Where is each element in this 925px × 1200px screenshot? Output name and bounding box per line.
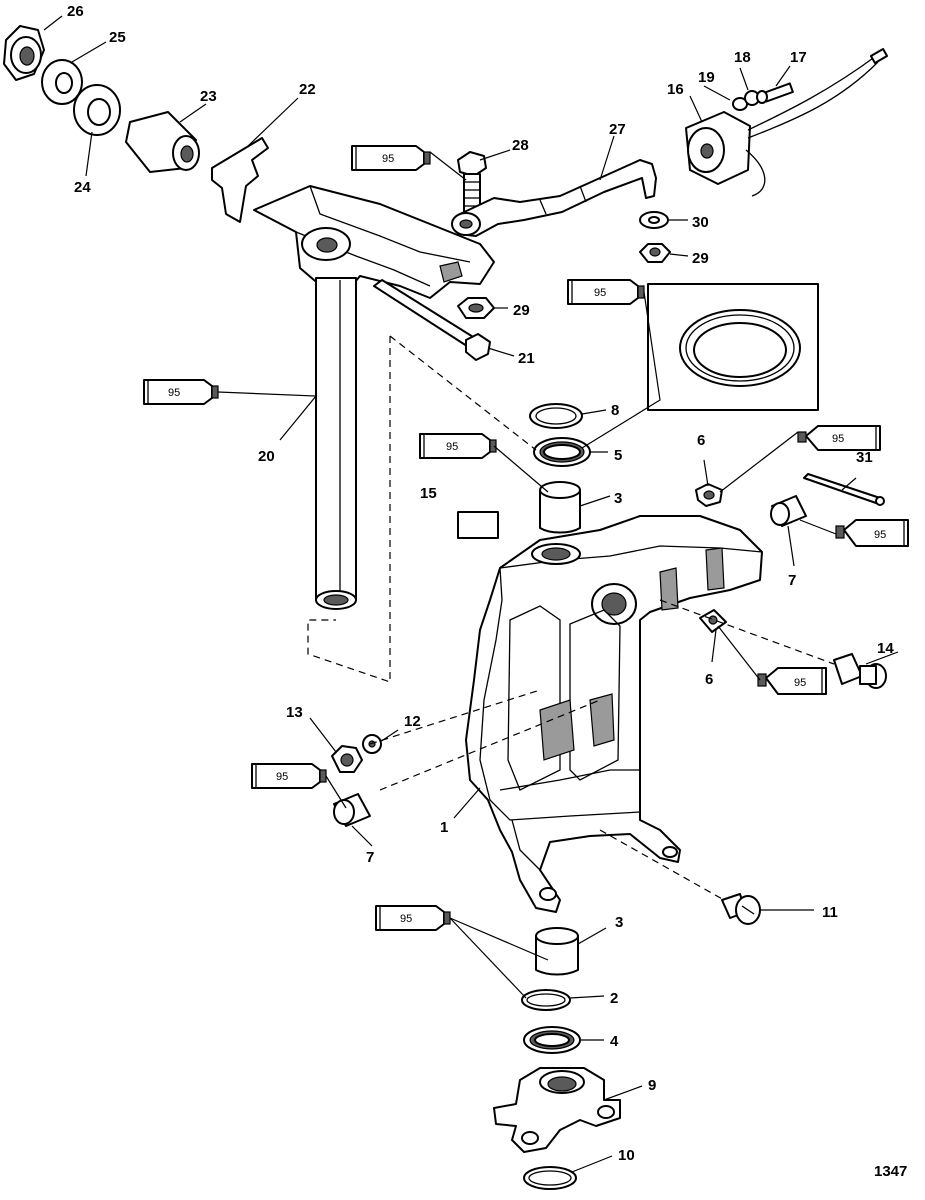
steering-arm [253,185,495,299]
steering-tube-20 [315,277,357,610]
screw-17 [756,82,794,104]
leader-lines [43,15,899,1173]
callout: 21 [518,350,535,367]
callout: 23 [200,88,217,105]
callout-labels: 26 25 23 22 24 28 27 19 18 17 16 30 29 2… [67,3,894,1164]
hex-nut-26 [3,25,45,81]
callout: 4 [610,1033,619,1050]
callout: 31 [856,449,873,466]
callout: 29 [692,250,709,267]
bushing-7-right [770,495,807,527]
callout: 2 [610,990,618,1007]
callout: 27 [609,121,626,138]
sealant-tube-icon: 95 [757,667,827,695]
nut-13 [331,745,363,773]
callout: 13 [286,704,303,721]
sealant-label: 95 [382,153,394,165]
sealant-tube-icon: 95 [351,145,431,171]
assembly-centerlines [307,335,835,901]
callout: 9 [648,1077,656,1094]
pin-31 [803,473,885,506]
bolt-14 [833,653,887,689]
sealant-label: 95 [400,913,412,925]
ring-10 [523,1166,577,1190]
grease-fitting-6-upper [695,483,723,507]
callout: 3 [615,914,623,931]
callout: 22 [299,81,316,98]
sealant-tube-icon: 95 [567,279,645,305]
callout: 10 [618,1147,635,1164]
figure-number: 1347 [874,1163,907,1180]
sealant-tube-icon: 95 [835,519,909,547]
callout: 20 [258,448,275,465]
lower-yoke-9 [493,1067,621,1153]
bracket-plate-22 [211,137,269,223]
trim-sender-16 [685,48,889,197]
sealant-label: 95 [276,771,288,783]
ring-2 [521,989,571,1011]
washer-24 [73,84,121,136]
sealant-tube-icon: 95 [251,763,327,789]
callout: 3 [614,490,622,507]
seal-detail-box [647,283,819,411]
callout: 24 [74,179,91,196]
callout: 12 [404,713,421,730]
link-rod-27 [451,159,657,237]
callout: 6 [697,432,705,449]
sealant-label: 95 [832,433,844,445]
callout: 29 [513,302,530,319]
callout: 5 [614,447,622,464]
bushing-3-upper [539,481,581,534]
nut-29-lower [457,297,495,319]
seal-4 [523,1026,581,1054]
sealant-label: 95 [446,441,458,453]
callout: 16 [667,81,684,98]
callout: 15 [420,485,437,502]
swivel-bracket-1 [465,515,763,913]
bushing-3-lower [535,927,579,976]
sealant-label: 95 [168,387,180,399]
callout: 7 [788,572,796,589]
ring-8 [529,403,583,429]
callout: 30 [692,214,709,231]
bushing-7-left [333,793,371,827]
callout: 8 [611,402,619,419]
callout: 11 [822,904,838,921]
callout: 6 [705,671,713,688]
bushing-23 [125,111,200,173]
bolt-11 [721,893,761,925]
callout: 26 [67,3,84,20]
callout: 25 [109,29,126,46]
stud-21 [373,279,491,361]
callout: 19 [698,69,715,86]
callout: 28 [512,137,529,154]
reference-box-15 [457,511,499,539]
washer-12 [362,734,382,754]
sealant-label: 95 [874,529,886,541]
sealant-tube-icon: 95 [375,905,451,931]
washer-30 [639,211,669,229]
callout: 18 [734,49,751,66]
sealant-tube-icon: 95 [143,379,219,405]
nut-29-upper [639,243,671,263]
bolt-28 [457,151,487,215]
sealant-tube-icon: 95 [419,433,497,459]
grease-fitting-6-lower [699,609,727,633]
callout: 17 [790,49,807,66]
sealant-tube-icon: 95 [797,425,881,451]
seal-5 [533,437,591,467]
sealant-label: 95 [794,677,806,689]
callout: 7 [366,849,374,866]
washer-25 [41,59,83,105]
callout: 14 [877,640,894,657]
callout: 1 [440,819,448,836]
sealant-label: 95 [594,287,606,299]
